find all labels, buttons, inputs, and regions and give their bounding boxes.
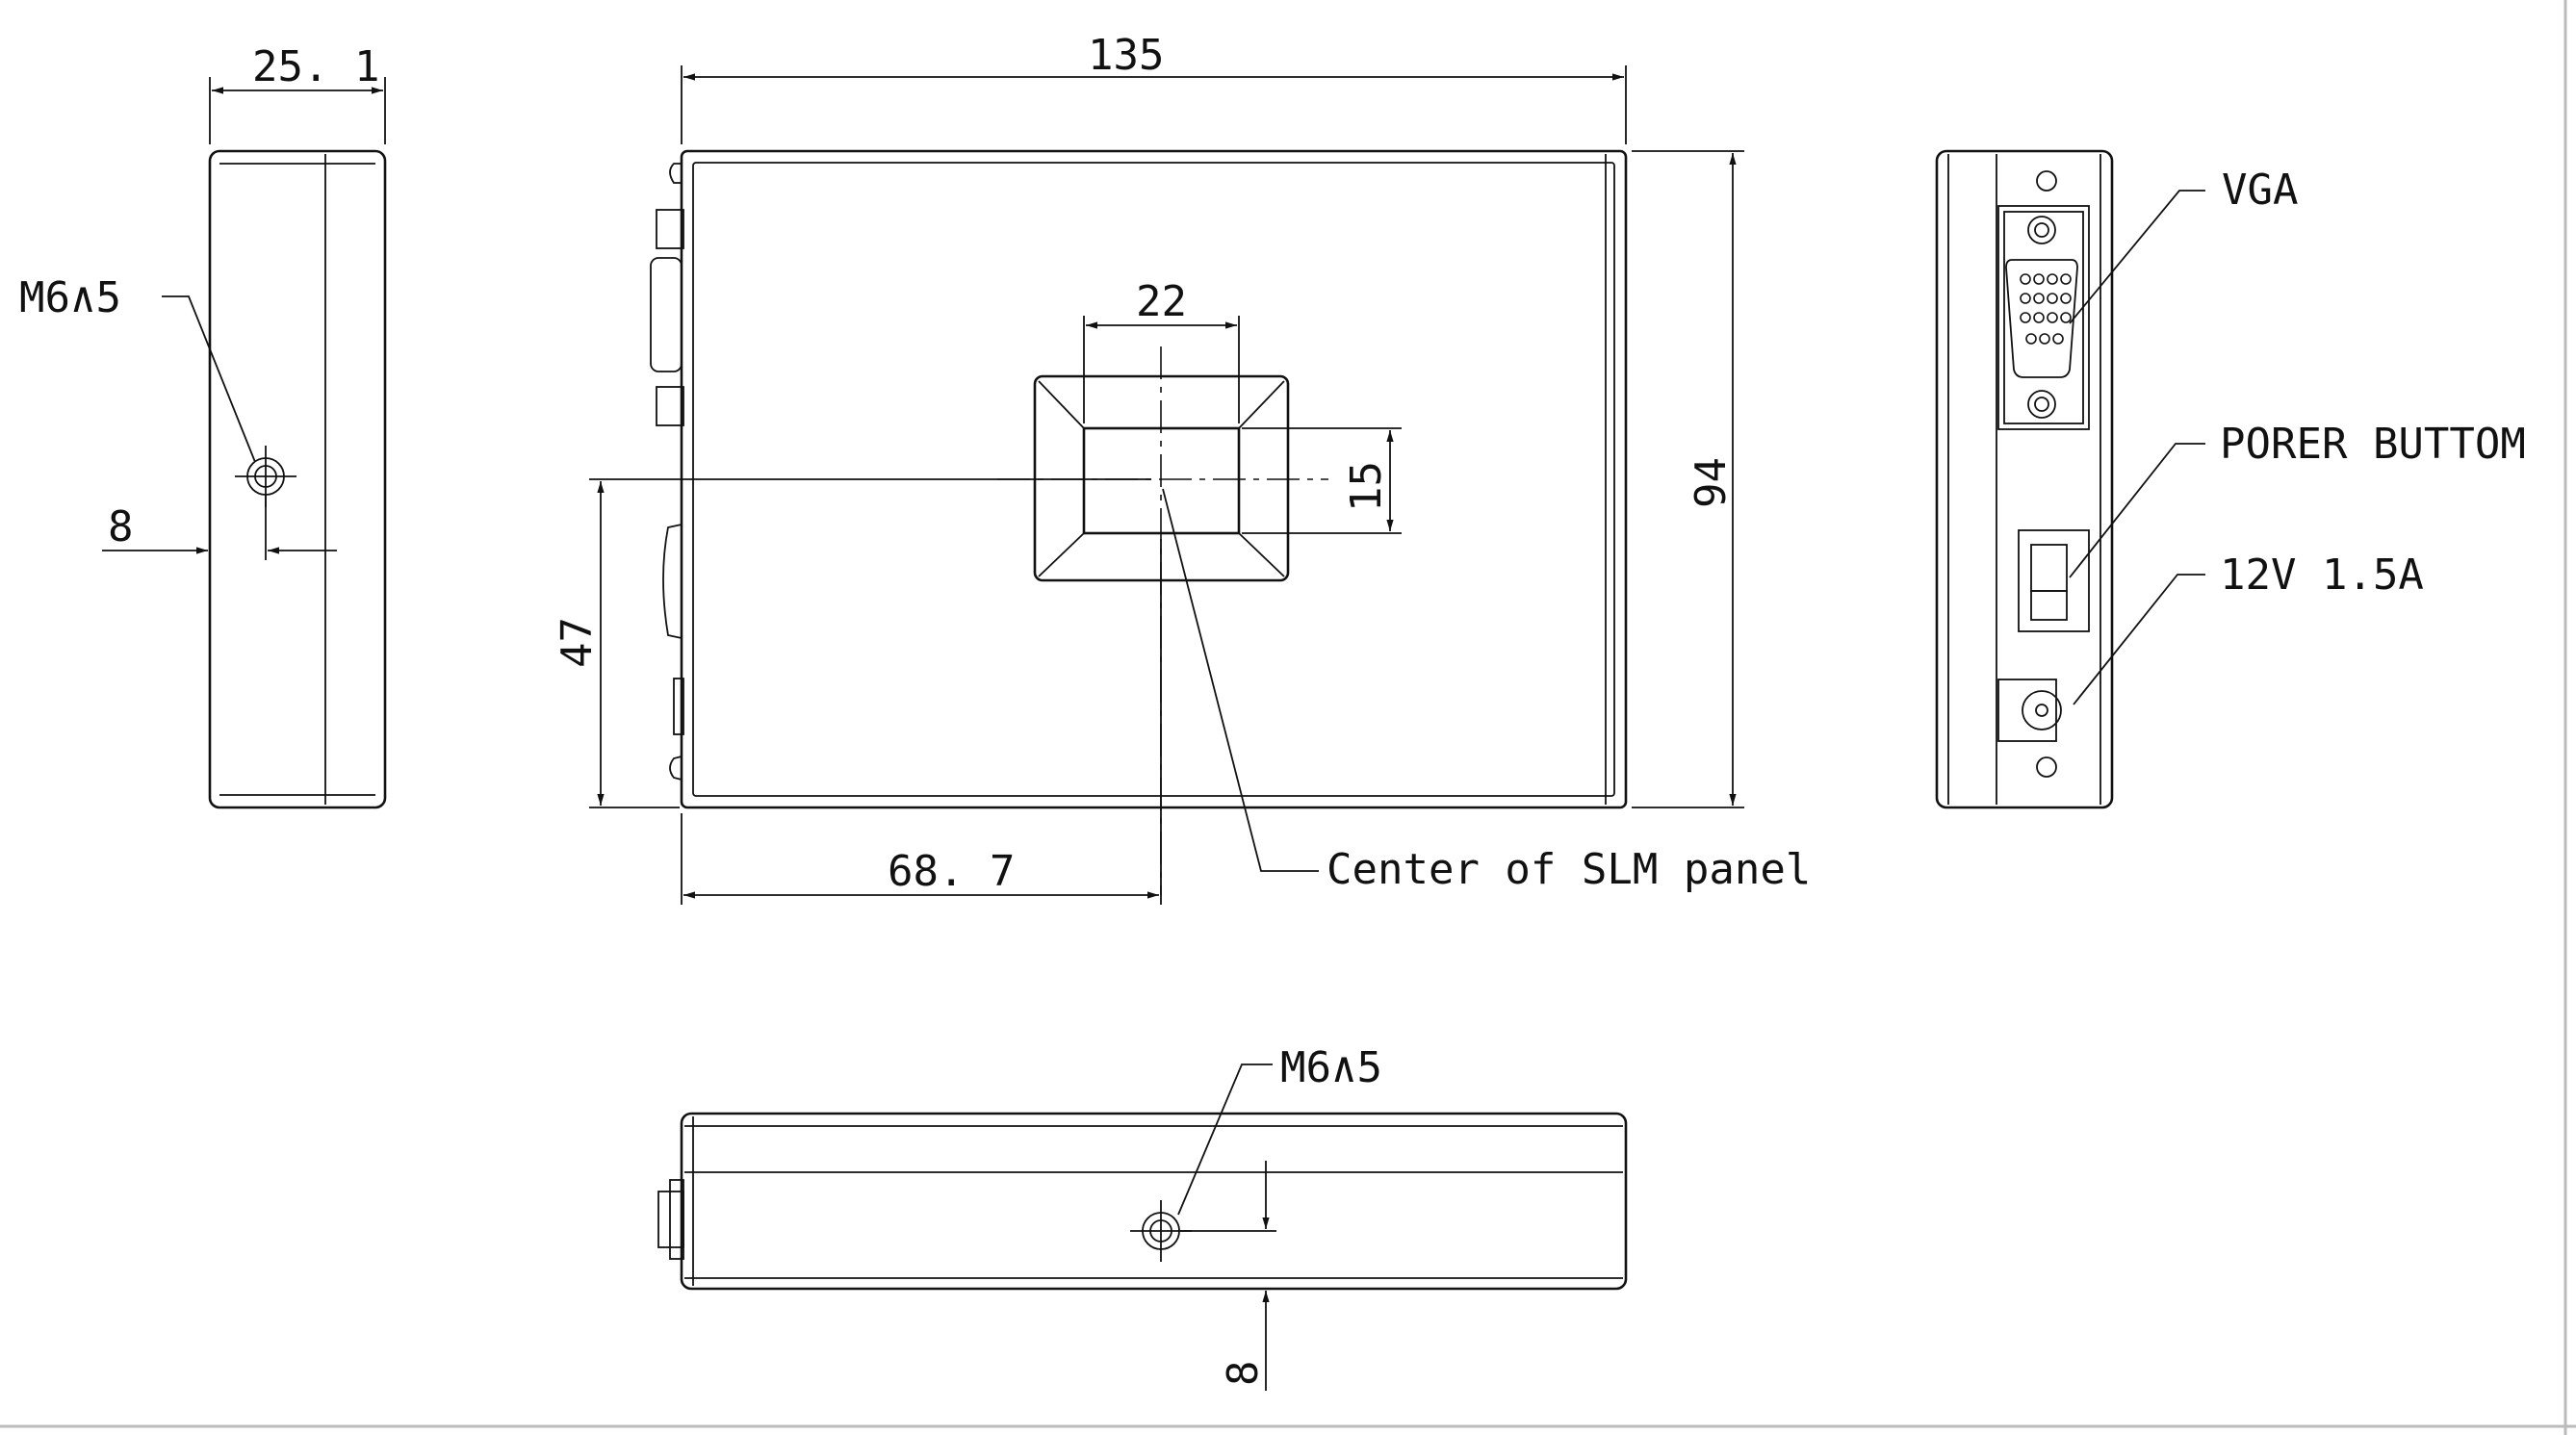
bottom-thread-leader (1177, 1063, 1273, 1216)
left-width-dim: 25. 1 (252, 42, 379, 91)
center-y-dim: 47 (553, 617, 602, 668)
vga-leader (2069, 190, 2205, 324)
left-side-view (102, 77, 387, 809)
button-leader (2069, 443, 2205, 578)
right-side-view (1935, 149, 2205, 809)
left-offset-dim: 8 (108, 502, 134, 551)
power-button-label: PORER BUTTOM (2220, 420, 2526, 469)
center-note: Center of SLM panel (1327, 845, 1811, 894)
power-button-icon (2018, 529, 2090, 632)
bottom-view (657, 1063, 1628, 1391)
vga-connector-side (656, 209, 684, 249)
vga-port-icon (1997, 205, 2090, 430)
center-leader (1162, 488, 1319, 872)
front-height-dim: 94 (1687, 457, 1736, 508)
power-input-label: 12V 1.5A (2220, 551, 2424, 600)
power-button-side (662, 524, 683, 639)
power-leader (2073, 574, 2205, 705)
front-width-dim: 135 (1088, 31, 1164, 80)
left-thread-note: M6∧5 (19, 273, 121, 322)
vga-label: VGA (2222, 166, 2298, 215)
thread-leader (162, 295, 256, 463)
bottom-thread-note: M6∧5 (1280, 1043, 1382, 1092)
window-height-dim: 15 (1342, 461, 1391, 512)
center-x-dim: 68. 7 (888, 847, 1015, 896)
dc-jack-icon (1997, 679, 2057, 742)
window-width-dim: 22 (1136, 277, 1187, 326)
front-view (589, 65, 1744, 905)
bottom-offset-dim: 8 (1219, 1361, 1268, 1387)
